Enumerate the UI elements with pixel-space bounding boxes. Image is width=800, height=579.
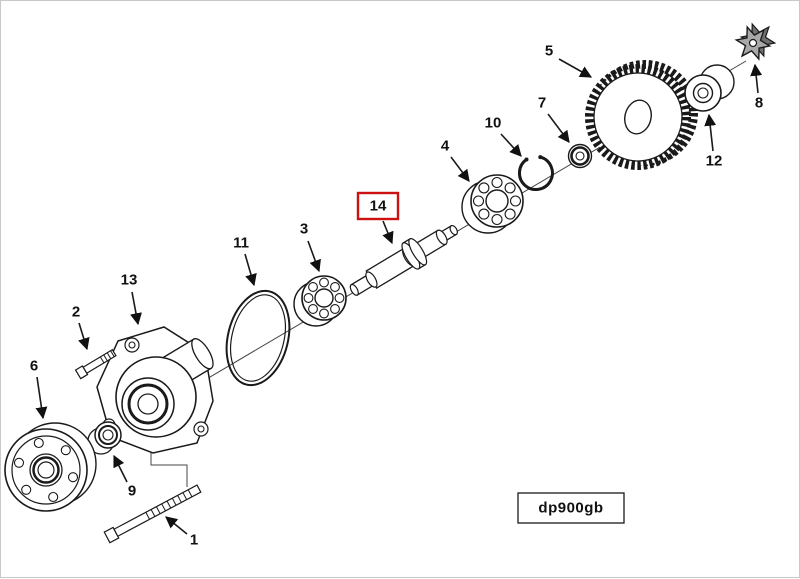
- part-number-label[interactable]: 3: [300, 221, 308, 238]
- part-drawing-bearing-lower: [293, 275, 347, 327]
- part-callout-2[interactable]: 2: [72, 304, 90, 351]
- part-number-label[interactable]: 14: [370, 198, 387, 215]
- part-callout-3[interactable]: 3: [300, 221, 321, 273]
- part-number-label[interactable]: 9: [128, 483, 136, 500]
- part-callout-7[interactable]: 7: [538, 95, 570, 143]
- figure-code-label: dp900gb: [538, 500, 603, 517]
- part-number-label[interactable]: 7: [538, 95, 546, 112]
- part-drawing-oring: [225, 289, 291, 387]
- part-number-label[interactable]: 8: [755, 95, 763, 112]
- part-number-label[interactable]: 5: [545, 43, 553, 60]
- part-number-label[interactable]: 4: [441, 138, 450, 155]
- part-callout-14-highlighted[interactable]: 14: [356, 191, 400, 245]
- part-number-label[interactable]: 10: [485, 115, 502, 132]
- part-drawing-bolt-short: [74, 348, 117, 380]
- part-number-label[interactable]: 6: [30, 358, 38, 375]
- part-drawing-flange-hub: [4, 422, 97, 512]
- part-drawing-housing: [96, 326, 214, 454]
- part-drawing-shaft: [349, 224, 458, 296]
- part-callout-11[interactable]: 11: [233, 235, 257, 287]
- part-number-label[interactable]: 13: [121, 272, 138, 289]
- part-callout-8[interactable]: 8: [750, 63, 763, 112]
- part-callout-4[interactable]: 4: [441, 138, 470, 182]
- part-callout-10[interactable]: 10: [485, 115, 522, 157]
- part-callout-6[interactable]: 6: [30, 358, 48, 420]
- part-number-label[interactable]: 2: [72, 304, 80, 321]
- part-callout-5[interactable]: 5: [545, 43, 593, 78]
- part-callout-1[interactable]: 1: [165, 516, 198, 549]
- part-drawing-star-coupling: [734, 22, 777, 61]
- part-number-label[interactable]: 11: [233, 235, 249, 252]
- part-drawing-coupling-hub: [684, 64, 735, 112]
- part-drawing-bolt-long: [103, 484, 202, 544]
- part-drawing-washer: [87, 421, 122, 455]
- part-callout-13[interactable]: 13: [121, 272, 142, 326]
- part-number-label[interactable]: 1: [190, 532, 198, 549]
- part-callout-9[interactable]: 9: [113, 454, 136, 500]
- part-drawing-snap-ring: [517, 155, 554, 191]
- part-callout-12[interactable]: 12: [704, 113, 723, 170]
- part-drawing-gear: [585, 60, 698, 170]
- figure-code-box: dp900gb: [517, 492, 625, 524]
- highlight-box: [356, 191, 400, 221]
- part-drawing-bearing-upper: [461, 174, 524, 234]
- part-drawing-seal-ring: [567, 143, 593, 169]
- part-number-label[interactable]: 12: [706, 153, 723, 170]
